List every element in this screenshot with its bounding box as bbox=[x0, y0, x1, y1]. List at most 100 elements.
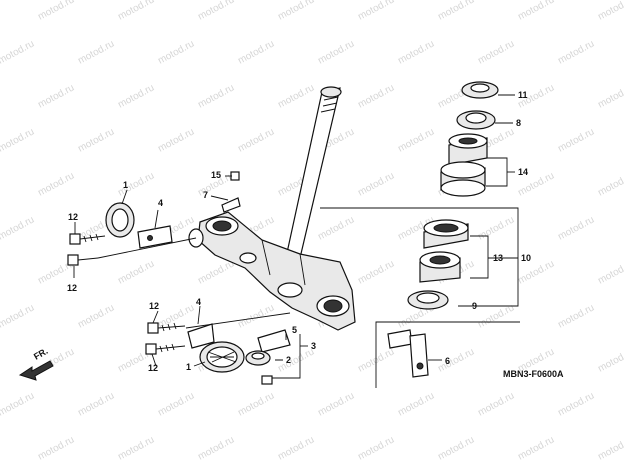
watermark-text: motod.ru bbox=[556, 302, 596, 330]
watermark-text: motod.ru bbox=[196, 0, 236, 23]
watermark-text: motod.ru bbox=[356, 170, 396, 198]
callout-10: 10 bbox=[521, 253, 531, 263]
callout-12-a: 12 bbox=[68, 212, 78, 222]
watermark-text: motod.ru bbox=[236, 302, 276, 330]
callout-1-bottom: 1 bbox=[186, 362, 191, 372]
watermark-text: motod.ru bbox=[396, 390, 436, 418]
watermark-text: motod.ru bbox=[516, 434, 556, 462]
dust-seal bbox=[456, 110, 496, 130]
reflector-bracket-upper bbox=[137, 225, 173, 249]
watermark-text: motod.ru bbox=[556, 126, 596, 154]
watermark-text: motod.ru bbox=[396, 38, 436, 66]
watermark-text: motod.ru bbox=[356, 434, 396, 462]
watermark-text: motod.ru bbox=[0, 38, 36, 66]
watermark-text: motod.ru bbox=[76, 126, 116, 154]
watermark-text: motod.ru bbox=[0, 390, 36, 418]
callout-11: 11 bbox=[518, 90, 528, 100]
watermark-text: motod.ru bbox=[316, 38, 356, 66]
watermark-text: motod.ru bbox=[476, 390, 516, 418]
callout-12-d: 12 bbox=[148, 363, 158, 373]
lower-bearing bbox=[419, 219, 469, 283]
watermark-text: motod.ru bbox=[556, 38, 596, 66]
watermark-text: motod.ru bbox=[36, 434, 76, 462]
watermark-text: motod.ru bbox=[0, 302, 36, 330]
watermark-text: motod.ru bbox=[76, 302, 116, 330]
diagram-code: MBN3-F0600A bbox=[503, 369, 564, 379]
watermark-text: motod.ru bbox=[196, 258, 236, 286]
bolt-upper-2 bbox=[67, 254, 99, 266]
watermark-text: motod.ru bbox=[76, 38, 116, 66]
watermark-text: motod.ru bbox=[596, 170, 625, 198]
watermark-text: motod.ru bbox=[116, 434, 156, 462]
bolt-upper-1 bbox=[69, 233, 106, 245]
watermark-text: motod.ru bbox=[0, 214, 36, 242]
callout-2: 2 bbox=[286, 355, 291, 365]
watermark-text: motod.ru bbox=[596, 0, 625, 23]
watermark-text: motod.ru bbox=[316, 390, 356, 418]
watermark-text: motod.ru bbox=[116, 0, 156, 23]
callout-4-top: 4 bbox=[158, 198, 163, 208]
front-arrow bbox=[18, 360, 54, 381]
callout-15: 15 bbox=[211, 170, 221, 180]
watermark-text: motod.ru bbox=[236, 38, 276, 66]
watermark-text: motod.ru bbox=[116, 82, 156, 110]
watermark-text: motod.ru bbox=[436, 346, 476, 374]
watermark-text: motod.ru bbox=[596, 82, 625, 110]
watermark-text: motod.ru bbox=[356, 82, 396, 110]
watermark-text: motod.ru bbox=[36, 0, 76, 23]
watermark-text: motod.ru bbox=[476, 38, 516, 66]
watermark-text: motod.ru bbox=[436, 0, 476, 23]
watermark-text: motod.ru bbox=[36, 82, 76, 110]
watermark-text: motod.ru bbox=[356, 258, 396, 286]
bolt-lower-2 bbox=[145, 343, 186, 355]
watermark-text: motod.ru bbox=[596, 434, 625, 462]
callout-14: 14 bbox=[518, 167, 528, 177]
lower-dust-seal bbox=[407, 290, 449, 310]
callout-6: 6 bbox=[445, 356, 450, 366]
callout-8: 8 bbox=[516, 118, 521, 128]
watermark-text: motod.ru bbox=[556, 390, 596, 418]
leader-lines bbox=[73, 94, 520, 388]
watermark-text: motod.ru bbox=[556, 214, 596, 242]
callout-3: 3 bbox=[311, 341, 316, 351]
callout-13: 13 bbox=[493, 253, 503, 263]
watermark-text: motod.ru bbox=[0, 126, 36, 154]
callout-12-b: 12 bbox=[67, 283, 77, 293]
upper-bearing bbox=[440, 133, 488, 197]
steering-stem bbox=[282, 86, 342, 268]
watermark-text: motod.ru bbox=[76, 390, 116, 418]
callout-4-bottom: 4 bbox=[196, 297, 201, 307]
callout-9: 9 bbox=[472, 301, 477, 311]
watermark-text: motod.ru bbox=[236, 126, 276, 154]
watermark-text: motod.ru bbox=[476, 302, 516, 330]
watermark-text: motod.ru bbox=[276, 0, 316, 23]
callout-1-top: 1 bbox=[123, 180, 128, 190]
watermark-text: motod.ru bbox=[196, 434, 236, 462]
watermark-text: motod.ru bbox=[276, 434, 316, 462]
watermark-text: motod.ru bbox=[436, 434, 476, 462]
hose-clamp bbox=[245, 329, 291, 385]
callout-7: 7 bbox=[203, 190, 208, 200]
watermark-text: motod.ru bbox=[516, 0, 556, 23]
callout-12-c: 12 bbox=[149, 301, 159, 311]
watermark-text: motod.ru bbox=[156, 38, 196, 66]
watermark-text: motod.ru bbox=[596, 346, 625, 374]
reflector-upper bbox=[105, 202, 135, 238]
watermark-text: motod.ru bbox=[36, 170, 76, 198]
watermark-text: motod.ru bbox=[596, 258, 625, 286]
cable-guide-bracket bbox=[387, 329, 429, 378]
callout-5: 5 bbox=[292, 325, 297, 335]
stem-nut bbox=[461, 81, 499, 99]
watermark-text: motod.ru bbox=[356, 0, 396, 23]
watermark-text: motod.ru bbox=[316, 214, 356, 242]
watermark-text: motod.ru bbox=[476, 214, 516, 242]
reflector-lower bbox=[199, 341, 245, 373]
watermark-text: motod.ru bbox=[156, 126, 196, 154]
watermark-text: motod.ru bbox=[196, 82, 236, 110]
watermark-text: motod.ru bbox=[396, 126, 436, 154]
watermark-text: motod.ru bbox=[156, 390, 196, 418]
watermark-text: motod.ru bbox=[236, 390, 276, 418]
